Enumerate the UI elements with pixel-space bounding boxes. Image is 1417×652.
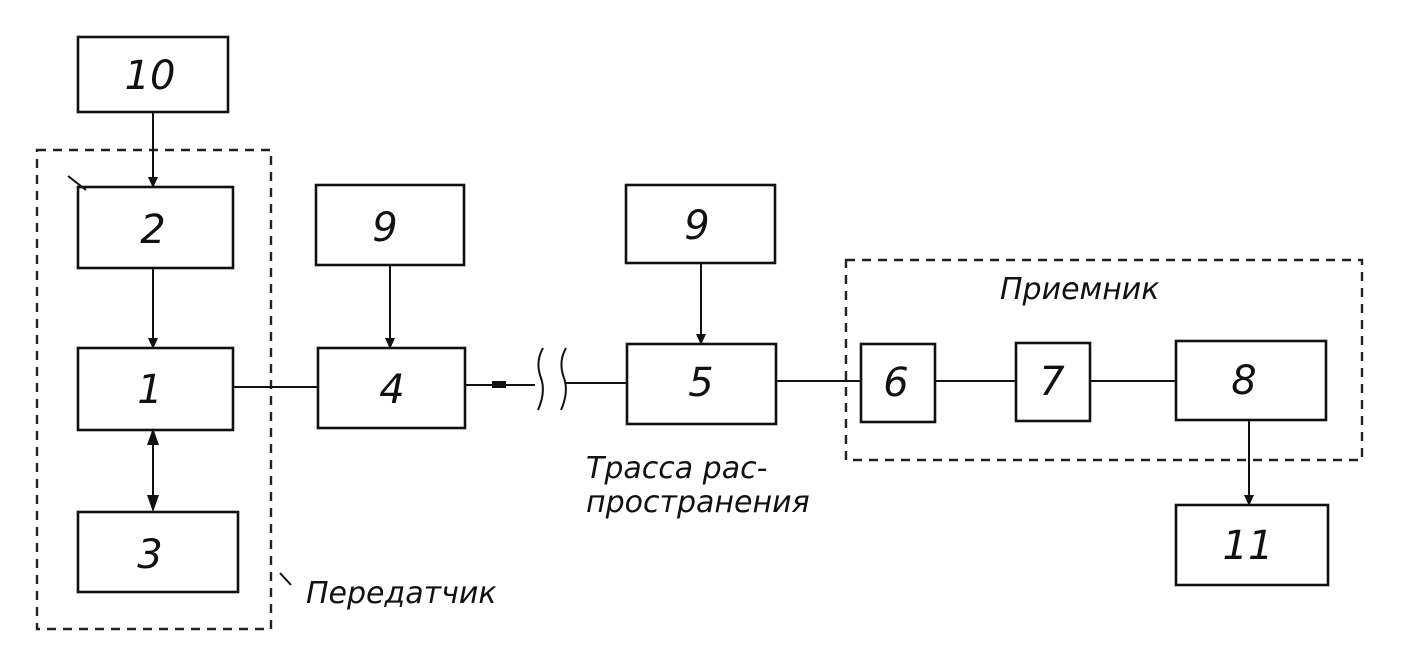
block-5-label: 5 xyxy=(688,360,713,406)
path-caption-line2: пространения xyxy=(586,485,810,520)
block-10: 10 xyxy=(76,35,230,114)
block-9-left: 9 xyxy=(314,183,466,267)
transmitter-caption: Передатчик xyxy=(306,576,496,611)
transmitter-pointer xyxy=(279,572,292,586)
path-break-left xyxy=(537,347,544,411)
block-11-label: 11 xyxy=(1223,523,1274,569)
block-4: 4 xyxy=(316,346,467,430)
block-9-right: 9 xyxy=(624,183,777,265)
receiver-caption: Приемник xyxy=(1000,272,1159,307)
block-6-label: 6 xyxy=(883,360,908,406)
block-8-label: 8 xyxy=(1231,358,1256,404)
block-1-label: 1 xyxy=(137,367,162,413)
block-5: 5 xyxy=(625,342,778,426)
path-caption-line1: Трасса рас- xyxy=(586,451,767,486)
block-10-label: 10 xyxy=(125,53,176,99)
arrowhead-into-1 xyxy=(147,428,159,445)
block-11: 11 xyxy=(1174,503,1330,587)
arrowhead-into-3 xyxy=(147,495,159,512)
receiver-frame xyxy=(844,258,1364,462)
block-1: 1 xyxy=(76,346,235,432)
block-9-left-label: 9 xyxy=(372,205,397,251)
block-6: 6 xyxy=(859,342,937,424)
block-2-label: 2 xyxy=(140,207,165,253)
output-terminal xyxy=(492,381,506,388)
block-2: 2 xyxy=(76,185,235,270)
block-8: 8 xyxy=(1174,339,1328,422)
block-3: 3 xyxy=(76,510,240,594)
block-9-right-label: 9 xyxy=(684,203,709,249)
path-break-right xyxy=(560,347,567,411)
block-3-label: 3 xyxy=(137,532,162,578)
block-4-label: 4 xyxy=(379,367,404,413)
block-7-label: 7 xyxy=(1039,359,1065,405)
block-7: 7 xyxy=(1014,341,1092,423)
